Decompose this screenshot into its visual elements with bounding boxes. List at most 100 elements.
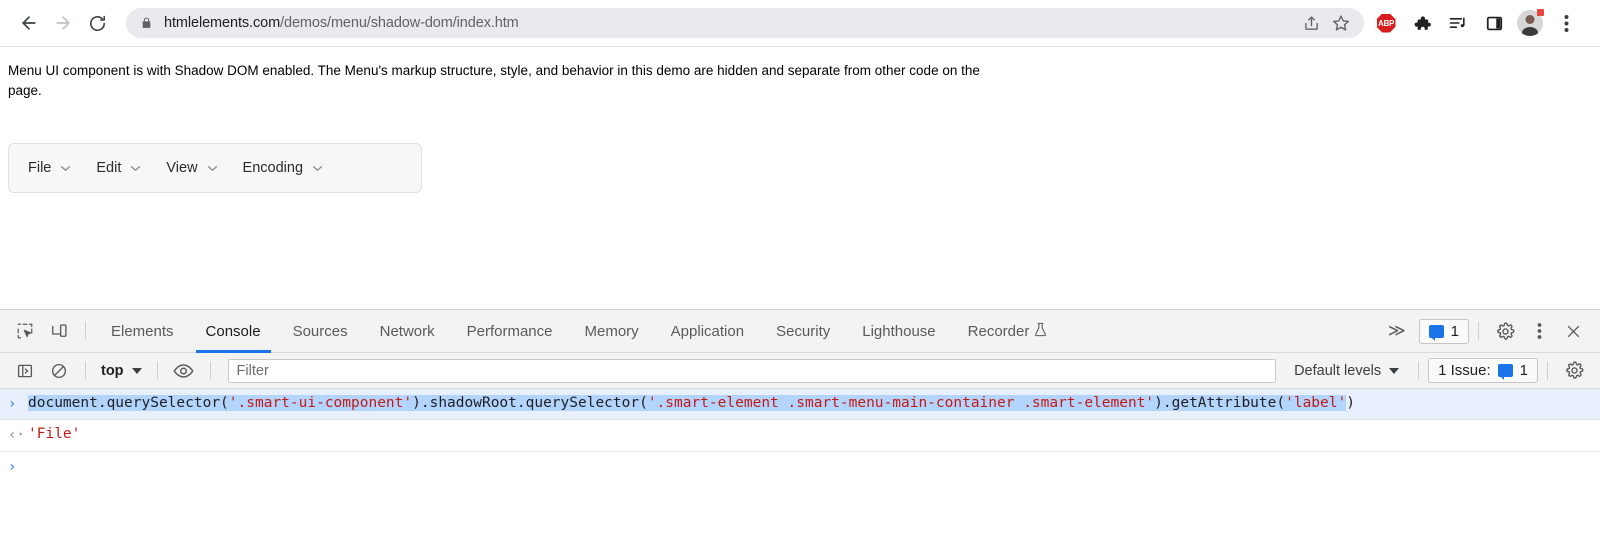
devtools-tabbar-right: ≫ 1 bbox=[1375, 316, 1600, 346]
flask-icon bbox=[1034, 322, 1047, 341]
console-message-list: › document.querySelector('.smart-ui-comp… bbox=[0, 389, 1600, 541]
browser-kebab-menu-icon[interactable] bbox=[1550, 7, 1582, 39]
toolbar-divider bbox=[209, 361, 211, 380]
lock-icon[interactable] bbox=[140, 16, 153, 30]
command-prompt-arrow: › bbox=[8, 396, 17, 412]
devtools-kebab-menu-icon[interactable] bbox=[1522, 316, 1556, 346]
menu-item-view[interactable]: View bbox=[166, 160, 217, 176]
log-levels-dropdown[interactable]: Default levels bbox=[1284, 363, 1409, 379]
console-result-value: 'File' bbox=[28, 426, 81, 443]
command-segment: document.querySelector( bbox=[28, 395, 229, 411]
toolbar-divider bbox=[1547, 361, 1548, 380]
chevron-down-icon bbox=[130, 165, 141, 172]
tab-security[interactable]: Security bbox=[776, 322, 831, 340]
command-arg-1: '.smart-ui-component' bbox=[228, 395, 413, 411]
menu-item-label: View bbox=[166, 160, 198, 177]
tab-application[interactable]: Application bbox=[670, 322, 745, 340]
tab-recorder-label: Recorder bbox=[967, 322, 1030, 340]
browser-toolbar: htmlelements.com/demos/menu/shadow-dom/i… bbox=[0, 0, 1600, 47]
chevron-down-icon bbox=[207, 165, 218, 172]
toolbar-divider bbox=[1478, 322, 1479, 340]
devtools-panel: Elements Console Sources Network Perform… bbox=[0, 309, 1600, 541]
command-arg-2: '.smart-element .smart-menu-main-contain… bbox=[647, 395, 1155, 411]
log-levels-label: Default levels bbox=[1294, 362, 1382, 379]
devtools-settings-gear-icon[interactable] bbox=[1488, 316, 1522, 346]
adblock-plus-badge: ABP bbox=[1376, 13, 1396, 33]
devtools-tabbar: Elements Console Sources Network Perform… bbox=[0, 310, 1600, 353]
reading-list-icon[interactable] bbox=[1442, 7, 1474, 39]
url-path: /demos/menu/shadow-dom/index.htm bbox=[280, 15, 519, 31]
execution-context-label: top bbox=[101, 362, 124, 379]
console-settings-gear-icon[interactable] bbox=[1557, 356, 1591, 386]
page-description: Menu UI component is with Shadow DOM ena… bbox=[8, 63, 980, 98]
bookmark-star-icon[interactable] bbox=[1326, 8, 1356, 38]
console-toolbar: top Default levels 1 Issue: 1 bbox=[0, 353, 1600, 389]
console-issues-label: 1 Issue: bbox=[1438, 362, 1491, 379]
tab-memory[interactable]: Memory bbox=[584, 322, 639, 340]
chevron-down-icon bbox=[60, 165, 71, 172]
chevron-down-icon bbox=[131, 367, 142, 374]
toolbar-divider bbox=[85, 322, 86, 340]
smart-menu-widget: File Edit View Encoding bbox=[8, 143, 422, 194]
issue-bubble-icon bbox=[1497, 364, 1513, 380]
avatar[interactable] bbox=[1514, 7, 1546, 39]
tab-console[interactable]: Console bbox=[190, 310, 277, 353]
tab-network[interactable]: Network bbox=[379, 322, 435, 340]
console-sidebar-toggle-icon[interactable] bbox=[8, 356, 42, 386]
issue-bubble-icon bbox=[1428, 324, 1444, 341]
issues-badge[interactable]: 1 bbox=[1418, 318, 1469, 344]
extensions-group: ABP bbox=[1370, 7, 1586, 39]
url-domain: htmlelements.com bbox=[164, 15, 281, 31]
menu-item-label: File bbox=[28, 160, 52, 177]
menu-item-encoding[interactable]: Encoding bbox=[243, 160, 323, 176]
console-filter-input[interactable] bbox=[227, 358, 1277, 383]
menu-item-label: Encoding bbox=[242, 160, 304, 177]
adblock-plus-icon[interactable]: ABP bbox=[1370, 7, 1402, 39]
execution-context-dropdown[interactable]: top bbox=[95, 363, 148, 379]
tab-sources[interactable]: Sources bbox=[292, 322, 348, 340]
device-toolbar-icon[interactable] bbox=[42, 316, 76, 346]
tab-performance[interactable]: Performance bbox=[466, 322, 553, 340]
devtools-tabs: Elements Console Sources Network Perform… bbox=[95, 310, 1064, 353]
menu-item-file[interactable]: File bbox=[28, 160, 71, 176]
url-text: htmlelements.com/demos/menu/shadow-dom/i… bbox=[164, 15, 519, 31]
address-bar[interactable]: htmlelements.com/demos/menu/shadow-dom/i… bbox=[126, 8, 1364, 38]
reload-icon[interactable] bbox=[82, 8, 112, 38]
command-segment: ).shadowRoot.querySelector( bbox=[412, 395, 648, 411]
menu-item-label: Edit bbox=[96, 160, 122, 177]
toolbar-divider bbox=[1418, 361, 1420, 380]
console-issues-button[interactable]: 1 Issue: 1 bbox=[1428, 358, 1538, 383]
input-prompt-arrow: › bbox=[8, 458, 17, 475]
console-issues-count: 1 bbox=[1519, 362, 1528, 379]
result-arrow-icon: ‹· bbox=[8, 427, 25, 444]
command-arg-3: 'label' bbox=[1285, 395, 1347, 411]
console-command-text: document.querySelector('.smart-ui-compon… bbox=[28, 393, 1592, 414]
chevron-down-icon bbox=[312, 165, 323, 172]
command-segment: ).getAttribute( bbox=[1154, 395, 1286, 411]
extensions-puzzle-icon[interactable] bbox=[1406, 7, 1438, 39]
back-arrow-icon[interactable] bbox=[14, 8, 44, 38]
console-input-row[interactable]: › bbox=[0, 451, 1600, 482]
devtools-close-icon[interactable] bbox=[1556, 316, 1590, 346]
console-command-row[interactable]: › document.querySelector('.smart-ui-comp… bbox=[0, 389, 1600, 421]
forward-arrow-icon bbox=[48, 8, 78, 38]
side-panel-icon[interactable] bbox=[1478, 7, 1510, 39]
notification-dot bbox=[1537, 9, 1544, 16]
clear-console-icon[interactable] bbox=[42, 356, 76, 386]
issues-count: 1 bbox=[1450, 322, 1459, 340]
tab-recorder[interactable]: Recorder bbox=[952, 310, 1064, 352]
tabs-overflow-button[interactable]: ≫ bbox=[1387, 321, 1406, 340]
chevron-down-icon bbox=[1389, 367, 1400, 374]
tab-lighthouse[interactable]: Lighthouse bbox=[862, 322, 936, 340]
share-icon[interactable] bbox=[1296, 8, 1326, 38]
page-content: Menu UI component is with Shadow DOM ena… bbox=[0, 47, 1600, 309]
toolbar-divider bbox=[85, 361, 86, 380]
command-segment: ) bbox=[1346, 395, 1355, 411]
inspect-element-icon[interactable] bbox=[8, 316, 42, 346]
tab-elements[interactable]: Elements bbox=[111, 322, 174, 340]
live-expression-eye-icon[interactable] bbox=[167, 356, 201, 386]
omnibox-actions bbox=[1296, 8, 1356, 38]
menu-item-edit[interactable]: Edit bbox=[96, 160, 141, 176]
toolbar-divider bbox=[156, 361, 158, 380]
console-result-row: ‹· 'File' bbox=[0, 420, 1600, 452]
